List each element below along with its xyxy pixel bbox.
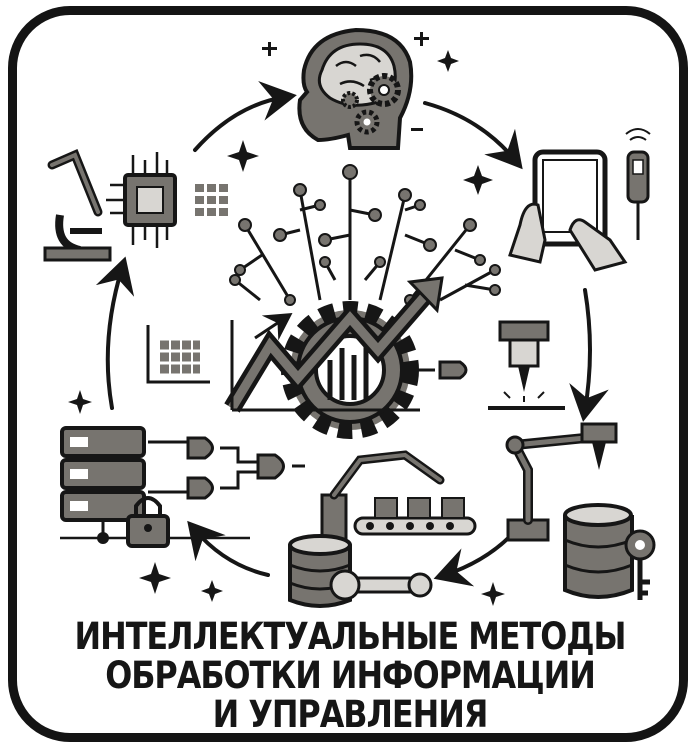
growth-chart-icon	[224, 276, 444, 413]
cycle-arrow-icon	[95, 81, 609, 587]
growth-chart-icon	[146, 325, 210, 384]
logic-gates-icon	[148, 436, 305, 500]
human-head-brain-icon	[297, 27, 414, 150]
poster-title-line-2: ОБРАБОТКИ ИНФОРМАЦИИ	[105, 654, 596, 697]
tablet-touch-icon	[508, 149, 628, 272]
wrench-icon	[329, 569, 433, 601]
microchip-icon	[106, 152, 229, 248]
robot-arm-icon	[505, 422, 618, 542]
database-icon	[563, 503, 634, 599]
key-icon	[624, 529, 656, 600]
cnc-spindle-icon	[488, 320, 565, 410]
handheld-sensor-icon	[625, 128, 651, 240]
poster-title-line-3: И УПРАВЛЕНИЯ	[212, 693, 489, 736]
neural-tree-icon	[229, 164, 501, 306]
gears-icon	[341, 73, 401, 135]
neural-tree-icon	[234, 172, 496, 302]
microscope-icon	[43, 149, 112, 262]
poster-title-line-1: ИНТЕЛЛЕКТУАЛЬНЫЕ МЕТОДЫ	[74, 615, 626, 658]
conveyor-robot-icon	[320, 450, 477, 543]
padlock-icon	[126, 496, 170, 548]
sparkle-icon	[68, 32, 505, 606]
server-rack-icon	[60, 426, 250, 544]
